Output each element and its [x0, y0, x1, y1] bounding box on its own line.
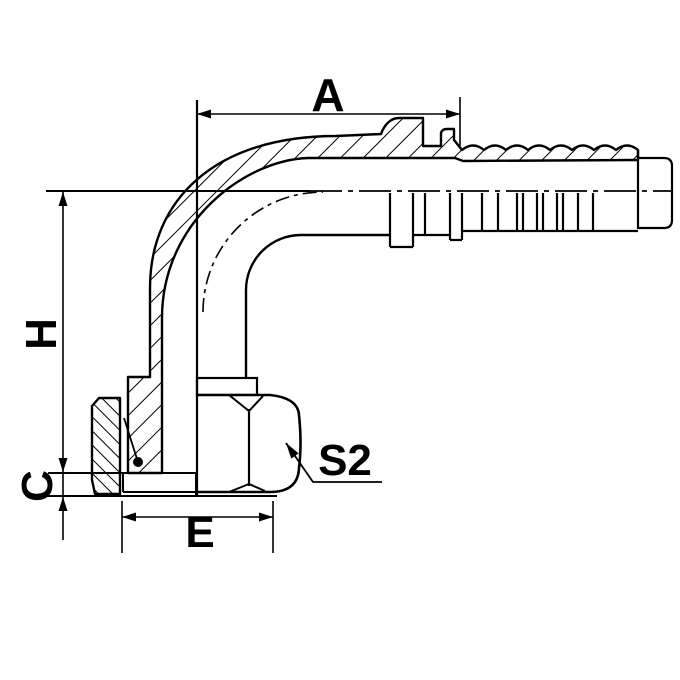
- hex-bottom-chamfer: [228, 483, 266, 493]
- washer: [195, 376, 259, 397]
- o-ring-marker: [123, 417, 143, 467]
- nut-section-block: [90, 396, 122, 496]
- centerline: [46, 190, 672, 313]
- arrowhead: [58, 497, 68, 511]
- arrowhead: [58, 458, 68, 472]
- dimension-c: [58, 497, 68, 511]
- hex-nut: [197, 393, 302, 494]
- arrowhead: [286, 443, 299, 459]
- dimension-h: [58, 191, 68, 540]
- dim-label-h: H: [17, 318, 66, 350]
- dim-label-e: E: [185, 508, 215, 557]
- dimension-a: [197, 97, 461, 146]
- dim-label-a: A: [311, 69, 345, 121]
- dim-label-c: C: [13, 470, 62, 502]
- hose-tail: [388, 150, 674, 249]
- bend-centerline-arc: [202, 191, 324, 313]
- arrowhead: [122, 512, 136, 522]
- barb-grooves: [480, 193, 595, 231]
- tail-end: [638, 156, 674, 230]
- bend-inner-profile: [244, 233, 390, 377]
- elbow-body-section: [126, 116, 640, 475]
- retaining-ring: [448, 193, 464, 242]
- hex-top-chamfer: [228, 394, 264, 412]
- arrowhead: [446, 109, 460, 119]
- dim-label-s2: S2: [318, 436, 372, 485]
- s2-leader: [285, 442, 382, 483]
- arrowhead: [197, 109, 211, 119]
- arrowhead: [259, 512, 273, 522]
- dimension-e: [121, 501, 274, 553]
- arrowhead: [58, 192, 68, 206]
- hose-stop-collar: [388, 193, 415, 249]
